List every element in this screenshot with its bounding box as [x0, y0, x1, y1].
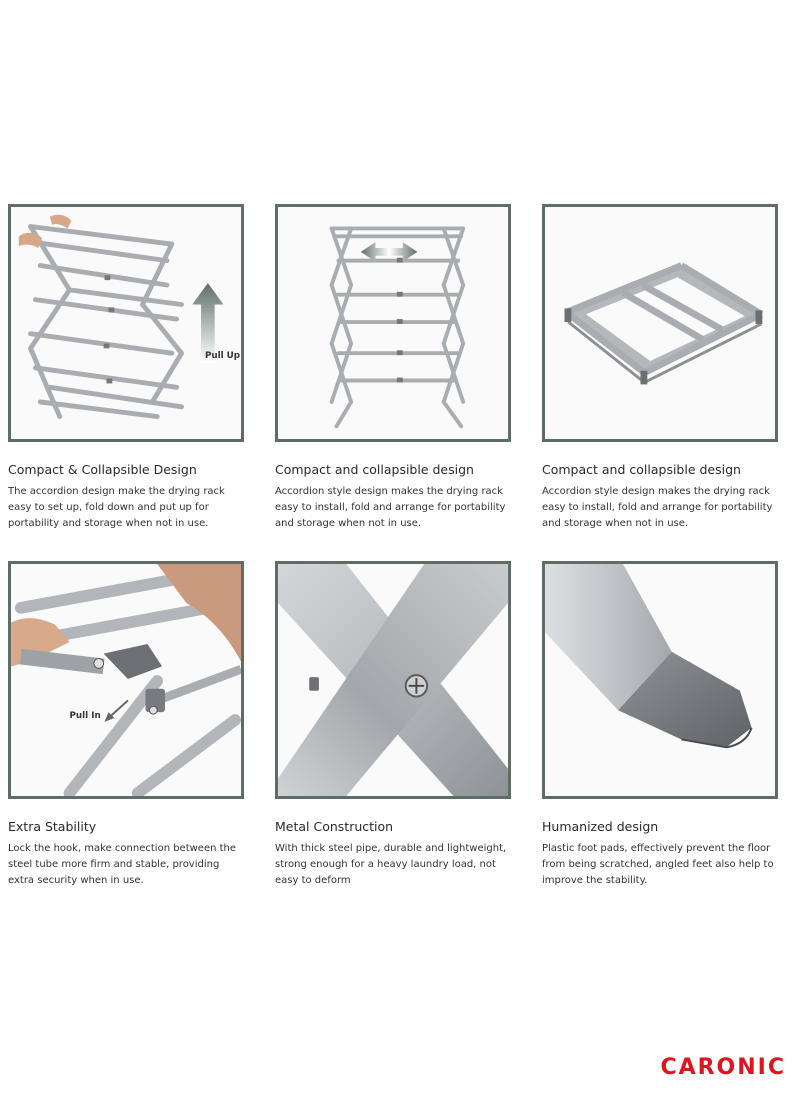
feature-image-foot-pad — [542, 561, 778, 799]
feature-description: Plastic foot pads, effectively prevent t… — [542, 843, 774, 886]
feature-card-stability: Pull In Extra Stability Lock the hook, m… — [8, 561, 244, 889]
feature-title: Compact and collapsible design — [275, 462, 474, 477]
hook-lock-illustration: Pull In — [11, 564, 241, 796]
rack-folded-illustration — [564, 262, 764, 385]
rack-standing-illustration — [329, 226, 466, 429]
feature-image-pull-up: Pull Up — [8, 204, 244, 442]
feature-card-metal: Metal Construction With thick steel pipe… — [275, 561, 511, 889]
pull-in-label: Pull In — [69, 711, 100, 721]
feature-image-rack-standing — [275, 204, 511, 442]
feature-card-collapsible-1: Pull Up Compact & Collapsible Design The… — [8, 204, 244, 532]
brand-logo: CARONIC — [660, 1055, 786, 1080]
foot-pad-closeup — [545, 564, 753, 749]
feature-title: Compact and collapsible design — [542, 462, 741, 477]
feature-description: Lock the hook, make connection between t… — [8, 843, 237, 886]
feature-card-collapsible-3: Compact and collapsible design Accordion… — [542, 204, 778, 532]
feature-title: Metal Construction — [275, 819, 394, 834]
feature-image-rack-folded — [542, 204, 778, 442]
rack-unfolding-illustration: Pull Up — [18, 214, 240, 419]
feature-title: Humanized design — [542, 819, 659, 834]
feature-description: The accordion design make the drying rac… — [8, 486, 225, 529]
feature-description: Accordion style design makes the drying … — [542, 486, 773, 529]
feature-description: Accordion style design makes the drying … — [275, 486, 506, 529]
feature-card-collapsible-2: Compact and collapsible design Accordion… — [275, 204, 511, 532]
feature-title: Compact & Collapsible Design — [8, 462, 197, 477]
feature-card-humanized: Humanized design Plastic foot pads, effe… — [542, 561, 778, 889]
steel-pipe-closeup — [278, 564, 508, 796]
feature-description: With thick steel pipe, durable and light… — [275, 843, 507, 886]
feature-title: Extra Stability — [8, 819, 97, 834]
feature-image-pull-in: Pull In — [8, 561, 244, 799]
pull-up-label: Pull Up — [205, 351, 240, 361]
feature-image-metal-pipe — [275, 561, 511, 799]
